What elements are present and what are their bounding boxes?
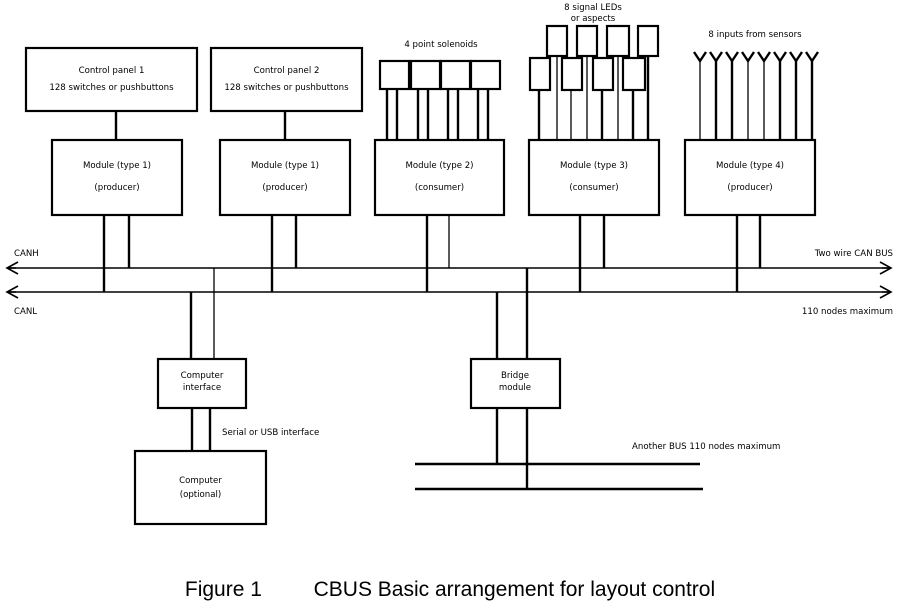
computer-line2: (optional) (180, 490, 222, 500)
led-box-8 (621, 56, 647, 92)
led-box-3 (605, 24, 631, 58)
bridge-module-line2: module (499, 383, 531, 393)
module-type-1a-title: Module (type 1) (83, 161, 151, 171)
led-box-7 (591, 56, 615, 92)
computer-box[interactable] (133, 449, 268, 526)
module-type-1b-title: Module (type 1) (251, 161, 319, 171)
module-type-3-box[interactable] (527, 138, 661, 217)
control-panel-1-title: Control panel 1 (79, 66, 145, 76)
figure-title: CBUS Basic arrangement for layout contro… (313, 578, 716, 601)
leds-label-line2: or aspects (571, 14, 616, 24)
control-panel-2-subtitle: 128 switches or pushbuttons (224, 83, 349, 93)
module-type-1b-role: (producer) (262, 183, 307, 193)
module-type-1a-role: (producer) (94, 183, 139, 193)
module-type-2-role: (consumer) (415, 183, 464, 193)
solenoid-box-4 (469, 59, 502, 91)
led-box-5 (528, 56, 552, 92)
module-type-1b-box[interactable] (218, 138, 352, 217)
solenoid-box-1 (378, 59, 411, 91)
module-type-2-title: Module (type 2) (405, 161, 473, 171)
module-type-4-title: Module (type 4) (716, 161, 784, 171)
module-type-4-box[interactable] (683, 138, 817, 217)
led-group (528, 24, 660, 140)
sensor-group (693, 51, 819, 140)
canl-left-arrow-icon (5, 285, 19, 299)
sensor-arrow-1 (693, 51, 707, 64)
led-box-4 (636, 24, 660, 58)
sensor-arrow-7 (789, 51, 803, 64)
module-bus-drops (102, 215, 762, 292)
sensor-arrow-5 (757, 51, 771, 64)
led-box-6 (560, 56, 584, 92)
control-panel-1-subtitle: 128 switches or pushbuttons (49, 83, 174, 93)
canl-label: CANL (14, 307, 37, 317)
solenoids-label: 4 point solenoids (404, 40, 478, 50)
two-wire-can-bus-label: Two wire CAN BUS (814, 249, 893, 259)
sensor-arrow-3 (725, 51, 739, 64)
canh-right-arrow-icon (879, 261, 893, 275)
solenoid-box-3 (439, 59, 472, 91)
led-box-2 (575, 24, 599, 58)
sensor-arrow-4 (741, 51, 755, 64)
module-type-1a-box[interactable] (50, 138, 184, 217)
leds-label-line1: 8 signal LEDs (564, 3, 622, 13)
canl-right-arrow-icon (879, 285, 893, 299)
nodes-maximum-label: 110 nodes maximum (802, 307, 893, 317)
computer-interface-line1: Computer (181, 371, 224, 381)
computer-interface-box[interactable] (156, 357, 248, 410)
serial-usb-label: Serial or USB interface (222, 428, 319, 438)
solenoid-group (378, 59, 502, 140)
module-type-3-title: Module (type 3) (560, 161, 628, 171)
bridge-module-line1: Bridge (501, 371, 529, 381)
second-bus-label: Another BUS 110 nodes maximum (632, 442, 780, 452)
sensor-arrow-6 (773, 51, 787, 64)
module-type-2-box[interactable] (373, 138, 506, 217)
control-panel-2-box[interactable] (209, 46, 364, 113)
led-box-1 (545, 24, 569, 58)
figure-caption: Figure 1 CBUS Basic arrangement for layo… (0, 578, 900, 602)
computer-interface-line2: interface (183, 383, 221, 393)
control-panel-2-title: Control panel 2 (254, 66, 320, 76)
computer-line1: Computer (179, 476, 222, 486)
sensors-label: 8 inputs from sensors (708, 30, 802, 40)
bridge-module-box[interactable] (469, 357, 562, 410)
sensor-arrow-2 (709, 51, 723, 64)
solenoid-box-2 (409, 59, 442, 91)
figure-number: Figure 1 (184, 578, 262, 601)
module-type-4-role: (producer) (727, 183, 772, 193)
sensor-arrow-8 (805, 51, 819, 64)
canh-left-arrow-icon (5, 261, 19, 275)
module-type-3-role: (consumer) (569, 183, 618, 193)
control-panel-1-box[interactable] (24, 46, 199, 113)
canh-label: CANH (14, 249, 39, 259)
